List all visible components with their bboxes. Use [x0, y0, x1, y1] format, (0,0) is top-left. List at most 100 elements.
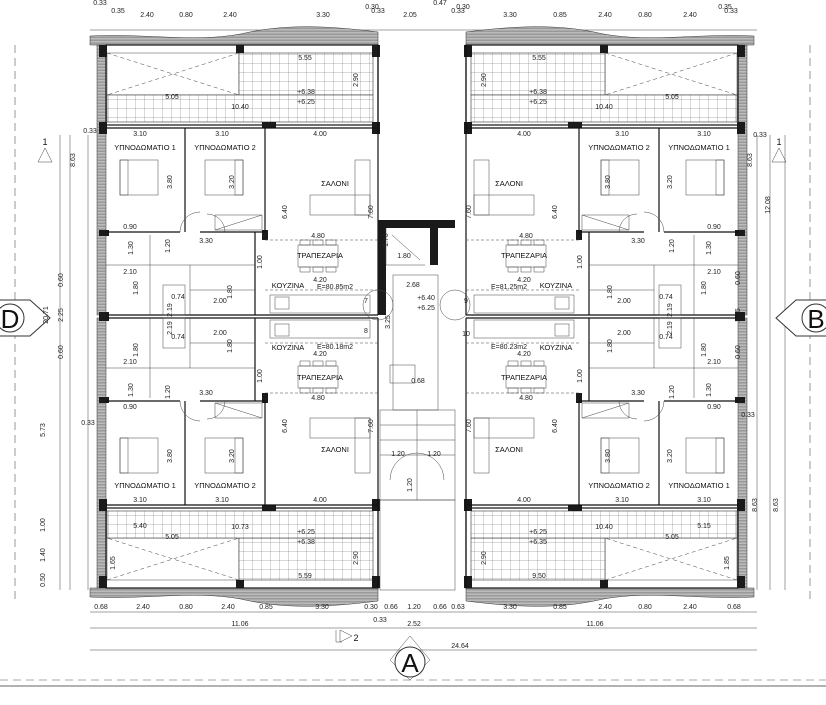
dimension-label: 2.19	[667, 303, 674, 317]
dimension-label: 5.05	[665, 94, 679, 101]
room-label-bedroom-1: ΥΠΝΟΔΩΜΑΤΙΟ 1	[668, 481, 730, 490]
dimension-label: 0.85	[553, 12, 567, 19]
dimension-label: 1.00	[577, 369, 584, 383]
dimension-label: 2.52	[407, 621, 421, 628]
room-label-bedroom-2: ΥΠΝΟΔΩΜΑΤΙΟ 2	[588, 481, 650, 490]
dimension-label: 1.30	[128, 383, 135, 397]
room-label-kitchen: ΚΟΥΖΙΝΑ	[272, 281, 304, 290]
dimension-label: 1.20	[669, 239, 676, 253]
dimension-label: 4.00	[517, 497, 531, 504]
dimension-label: 0.50	[40, 573, 47, 587]
dimension-label: 1.20	[407, 604, 421, 611]
dimension-label: 0.68	[727, 604, 741, 611]
dimension-label: 1.80	[607, 285, 614, 299]
door-number: 8	[364, 328, 368, 335]
dimension-label: 2.40	[683, 12, 697, 19]
dimension-label: 0.30	[365, 4, 379, 11]
axis-marker-d	[0, 299, 51, 337]
dimension-label: 0.60	[735, 271, 742, 285]
dimension-label: 4.80	[519, 395, 533, 402]
dimension-label: 0.80	[179, 12, 193, 19]
dimension-label: 1.20	[427, 451, 441, 458]
dimension-label: 3.25	[385, 315, 392, 329]
dimension-label: 2.40	[221, 604, 235, 611]
dimension-label: 5.40	[133, 523, 147, 530]
dimension-label: 3.30	[631, 238, 645, 245]
level-label: +6.38	[297, 539, 315, 546]
dimension-label: 3.10	[697, 131, 711, 138]
room-label-dining: ΤΡΑΠΕΖΑΡΙΑ	[297, 251, 343, 260]
room-label-kitchen: ΚΟΥΖΙΝΑ	[540, 281, 572, 290]
dimension-label: 6.40	[282, 205, 289, 219]
dimension-label: 2.10	[707, 359, 721, 366]
dimension-label: 0.60	[735, 345, 742, 359]
dimension-label: 3.20	[229, 449, 236, 463]
dimension-label: 1.20	[165, 385, 172, 399]
dimension-label: 1.30	[128, 241, 135, 255]
room-label-living: ΣΑΛΟΝΙ	[495, 445, 523, 454]
section-label: 2	[353, 633, 358, 643]
dimension-label: 0.33	[753, 132, 767, 139]
dimension-label: 5.05	[165, 94, 179, 101]
dimension-label: 3.80	[167, 449, 174, 463]
apartment-area: E=80.23m2	[491, 344, 527, 351]
dimension-label: 4.00	[313, 497, 327, 504]
level-label: +6.25	[297, 99, 315, 106]
axis-label-a: A	[401, 648, 419, 678]
dimension-label: 0.85	[259, 604, 273, 611]
dimension-label: 12.08	[765, 196, 772, 214]
room-label-living: ΣΑΛΟΝΙ	[321, 179, 349, 188]
dimension-label: 3.80	[167, 175, 174, 189]
dimension-label: 4.20	[517, 277, 531, 284]
dimension-label: 3.20	[667, 175, 674, 189]
dimension-label: 0.30	[456, 4, 470, 11]
dimension-label: 5.59	[298, 573, 312, 580]
room-label-bedroom-1: ΥΠΝΟΔΩΜΑΤΙΟ 1	[114, 143, 176, 152]
dimension-label: 3.30	[503, 12, 517, 19]
dimension-label: 1.20	[669, 385, 676, 399]
apartment-area: E=80.85m2	[317, 284, 353, 291]
room-label-bedroom-1: ΥΠΝΟΔΩΜΑΤΙΟ 1	[114, 481, 176, 490]
dimension-label: 20.71	[43, 306, 50, 324]
dimension-label: 2.90	[481, 551, 488, 565]
room-label-bedroom-2: ΥΠΝΟΔΩΜΑΤΙΟ 2	[194, 481, 256, 490]
dimension-label: 1.80	[701, 343, 708, 357]
axis-marker-a	[389, 635, 431, 681]
dimension-label: 4.00	[517, 131, 531, 138]
dimension-label: 0.74	[659, 334, 673, 341]
stair-core	[362, 220, 471, 591]
dimension-label: 3.10	[215, 497, 229, 504]
dimension-label: 0.80	[638, 12, 652, 19]
dimension-label: 2.00	[617, 330, 631, 337]
room-label-dining: ΤΡΑΠΕΖΑΡΙΑ	[501, 373, 547, 382]
dimension-label: 4.20	[517, 351, 531, 358]
dimension-label: 1.40	[40, 548, 47, 562]
dimension-label: 4.20	[313, 277, 327, 284]
dimension-label: 1.80	[701, 281, 708, 295]
dimension-label: 0.66	[433, 604, 447, 611]
level-label: +6.25	[417, 305, 435, 312]
room-label-kitchen: ΚΟΥΖΙΝΑ	[272, 343, 304, 352]
level-label: +6.40	[417, 295, 435, 302]
dimension-label: 0.33	[724, 8, 738, 15]
dimension-label: 0.35	[111, 8, 125, 15]
dimension-label: 0.80	[179, 604, 193, 611]
level-label: +6.35	[529, 539, 547, 546]
dimension-label: 2.00	[617, 298, 631, 305]
dimension-label: 3.30	[199, 238, 213, 245]
section-markers	[37, 147, 787, 643]
dimension-label: 5.73	[40, 423, 47, 437]
axis-label-d: D	[1, 304, 20, 334]
level-label: +6.38	[529, 89, 547, 96]
dimension-label: 4.00	[313, 131, 327, 138]
dimension-label: 2.19	[667, 321, 674, 335]
dimension-label: 2.05	[403, 12, 417, 19]
dimension-label: 2.40	[140, 12, 154, 19]
dimension-label: 2.00	[213, 298, 227, 305]
dimension-label: 1.70	[383, 233, 390, 247]
dimension-label: 4.80	[519, 233, 533, 240]
dimension-label: 1.80	[133, 343, 140, 357]
dimension-label: 2.90	[353, 73, 360, 87]
dimension-label: 1.00	[577, 255, 584, 269]
